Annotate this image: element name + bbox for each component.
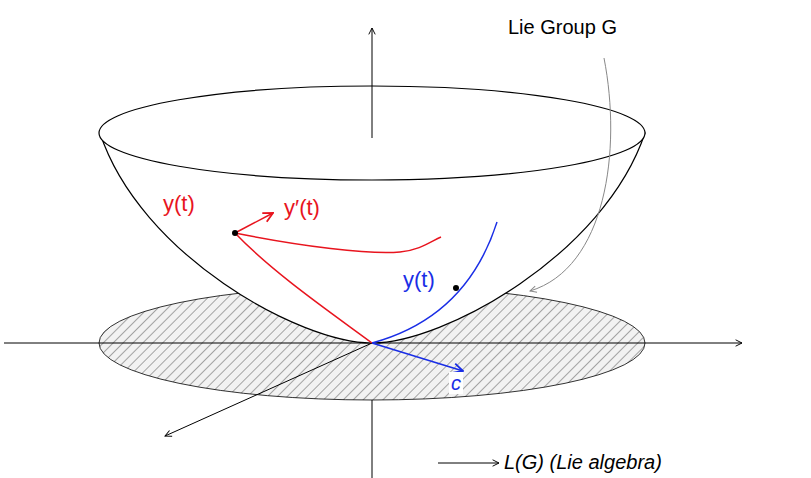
red-curve xyxy=(235,233,441,253)
curve-label: y(t) xyxy=(403,268,435,292)
red-curve xyxy=(235,233,372,343)
leader-line xyxy=(530,58,611,291)
curve-point xyxy=(453,285,459,291)
derivative-label: y′(t) xyxy=(284,196,320,220)
group-label: Lie Group G xyxy=(508,16,617,38)
curve-label: y(t) xyxy=(163,192,195,216)
blue-curve xyxy=(372,222,497,343)
vertical-axis-upper xyxy=(372,28,373,138)
tangent-vector xyxy=(235,213,273,233)
depth-axis xyxy=(165,343,372,436)
curve-point xyxy=(232,230,238,236)
vertical-axis-lower xyxy=(372,395,373,478)
algebra-label: L(G) (Lie algebra) xyxy=(504,451,662,473)
leader-arrow xyxy=(438,463,499,464)
vector-label: c xyxy=(449,372,463,394)
tangent-vector-c xyxy=(372,343,463,371)
